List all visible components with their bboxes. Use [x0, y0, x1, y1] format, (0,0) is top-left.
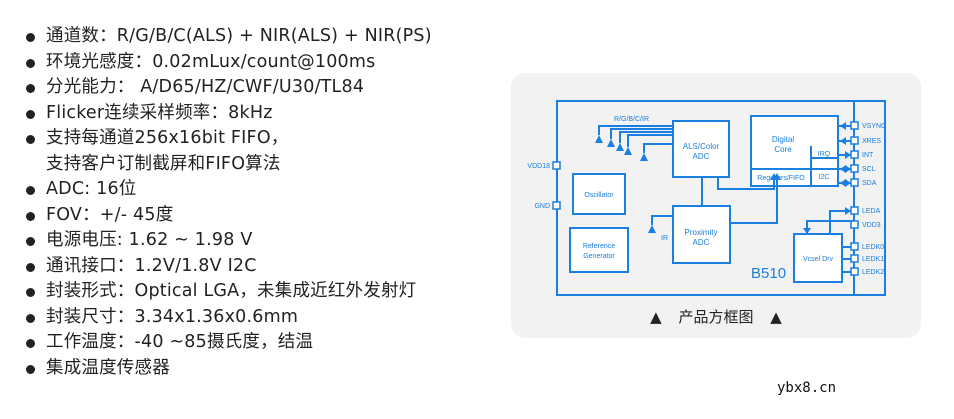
spec-text: 支持每通道256x16bit FIFO， [46, 128, 289, 148]
spec-text: 支持客户订制截屏和FIFO算法 [46, 153, 281, 174]
spec-text: 通道数：R/G/B/C(ALS) + NIR(ALS) + NIR(PS) [46, 26, 432, 46]
pin-right-7: LEDK0 [862, 244, 884, 251]
pin-right-5: LEDA [862, 208, 881, 215]
ir-label: IR [661, 235, 668, 242]
als-adc-label-1: ALS/Color [683, 142, 720, 151]
i2c-label: I2C [819, 174, 830, 181]
reference-generator-block [569, 227, 629, 273]
chip-outline [556, 100, 886, 296]
digital-core-label-2: Core [774, 145, 792, 154]
reference-label-2: Generator [583, 253, 615, 260]
pin-right-1: XRES [862, 138, 881, 145]
bullet-icon [26, 186, 35, 195]
bullet-icon [26, 58, 35, 68]
pin-right-6: VDD3 [862, 222, 881, 229]
triangle-marker-icon: ▲ [650, 308, 662, 326]
bullet-icon [26, 109, 35, 119]
spec-text: 环境光感度：0.02mLux/count@100ms [46, 51, 376, 72]
triangle-marker-icon: ▲ [770, 308, 782, 326]
caption-text: 产品方框图 [678, 308, 754, 326]
spec-text: 封装尺寸：3.34x1.36x0.6mm [46, 306, 299, 327]
bullet-icon [26, 211, 35, 221]
block-diagram: R/G/B/C/IR ALS/Color ADC Digital Core IR… [527, 100, 886, 296]
spec-item: 通讯接口：1.2V/1.8V I2C [26, 254, 432, 280]
proximity-label-2: ADC [693, 238, 710, 247]
spec-item: 工作温度：-40 ~85摄氏度，结温 [26, 330, 432, 356]
vcsel-drv-label: Vcsel Drv [803, 256, 833, 263]
als-adc-label-2: ADC [693, 152, 710, 161]
oscillator-label: Oscillator [584, 192, 614, 199]
spec-item: 电源电压: 1.62 ~ 1.98 V [26, 228, 432, 254]
chip-name: B510 [751, 265, 786, 282]
bullet-icon [26, 237, 35, 246]
spec-text: 分光能力： A/D65/HZ/CWF/U30/TL84 [46, 77, 365, 97]
bullet-icon [26, 339, 35, 348]
block-diagram-panel: R/G/B/C/IR ALS/Color ADC Digital Core IR… [511, 73, 921, 338]
spec-text: 电源电压: 1.62 ~ 1.98 V [46, 230, 253, 250]
digital-core-label-1: Digital [772, 135, 794, 144]
spec-item: 支持每通道256x16bit FIFO， 支持客户订制截屏和FIFO算法 [26, 126, 432, 177]
watermark: ybx8.cn [777, 380, 837, 396]
spec-text: 集成温度传感器 [46, 357, 170, 378]
bullet-icon [26, 288, 35, 297]
pin-right-2: INT [862, 152, 874, 159]
spec-item: FOV：+/- 45度 [26, 203, 432, 229]
bullet-icon [26, 33, 35, 42]
digital-core-block [750, 115, 839, 187]
vcsel-drv-block [793, 233, 843, 283]
spec-text: FOV：+/- 45度 [46, 204, 174, 225]
spec-text: Flicker连续采样频率：8kHz [46, 102, 273, 123]
spec-item: 封装尺寸：3.34x1.36x0.6mm [26, 305, 432, 331]
photodiode-label: R/G/B/C/IR [614, 116, 649, 123]
spec-item: ADC: 16位 [26, 177, 432, 203]
oscillator-block [572, 173, 626, 215]
spec-text: 封装形式：Optical LGA，未集成近红外发射灯 [46, 281, 417, 301]
spec-item: 分光能力： A/D65/HZ/CWF/U30/TL84 [26, 75, 432, 101]
spec-item: 集成温度传感器 [26, 356, 432, 382]
pin-right-4: SDA [862, 180, 877, 187]
pin-right-0: VSYNC [862, 123, 886, 130]
pin-left-0: VDD18 [527, 163, 550, 170]
proximity-label-1: Proximity [685, 228, 718, 237]
bullet-icon [26, 135, 35, 144]
spec-item: 封装形式：Optical LGA，未集成近红外发射灯 [26, 279, 432, 305]
spec-item: 通道数：R/G/B/C(ALS) + NIR(ALS) + NIR(PS) [26, 24, 432, 50]
bullet-icon [26, 364, 35, 374]
spec-text: ADC: 16位 [46, 179, 137, 199]
registers-label: Registers/FIFO [757, 175, 805, 182]
spec-item: 环境光感度：0.02mLux/count@100ms [26, 50, 432, 76]
spec-list: 通道数：R/G/B/C(ALS) + NIR(ALS) + NIR(PS) 环境光… [26, 24, 432, 381]
bullet-icon [26, 84, 35, 93]
pin-right-8: LEDK1 [862, 256, 884, 263]
diagram-caption: ▲ 产品方框图 ▲ [511, 306, 921, 327]
spec-item: Flicker连续采样频率：8kHz [26, 101, 432, 127]
bullet-icon [26, 313, 35, 323]
spec-text: 通讯接口：1.2V/1.8V I2C [46, 255, 257, 276]
bullet-icon [26, 262, 35, 272]
spec-text: 工作温度：-40 ~85摄氏度，结温 [46, 332, 314, 352]
pin-left-1: GND [534, 203, 550, 210]
reference-label-1: Reference [583, 243, 615, 250]
irq-label: IRQ [818, 151, 831, 158]
pin-right-3: SCL [862, 166, 876, 173]
pin-right-9: LEDK2 [862, 269, 884, 276]
